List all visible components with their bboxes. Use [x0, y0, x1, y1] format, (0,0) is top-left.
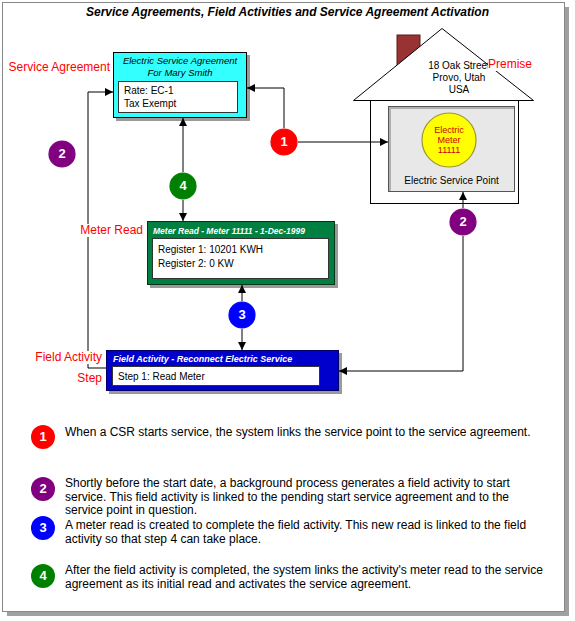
connector-arrow [298, 142, 388, 143]
node-text: 18 Oak Street Provo, Utah USA [424, 60, 494, 96]
step-box: Step 1: Read Meter [112, 366, 320, 386]
callout-text: 2 [48, 140, 76, 168]
house-roof [354, 29, 534, 101]
legend-number: 2 [31, 477, 55, 501]
callout-text: 1 [270, 128, 298, 156]
premise-house: 18 Oak Street Provo, Utah USA Electric Se… [353, 28, 534, 204]
diagram-title: Service Agreements, Field Activities and… [0, 5, 575, 19]
legend-row: Shortly before the start date, a backgro… [0, 477, 575, 478]
legend-number: 1 [31, 425, 55, 449]
circle-shape [271, 129, 297, 155]
legend-text: When a CSR starts service, the system li… [65, 426, 550, 440]
callout-number: 1 [270, 128, 298, 156]
legend-swatch [31, 516, 55, 540]
connector-arrow [242, 285, 243, 301]
connector-arrow [242, 329, 243, 350]
callout-number: 4 [169, 172, 197, 200]
node-text: Meter Read - Meter 11111 - 1-Dec-1999 [153, 225, 305, 237]
connector-arrow [339, 236, 463, 371]
part-label: Premise [488, 58, 532, 71]
register-box: Register 1: 10201 KWHRegister 2: 0 KW [152, 238, 329, 279]
node-text: Step 1: Read Meter [118, 370, 205, 383]
connector-arrow [183, 118, 184, 172]
part-label: Field Activity [20, 351, 102, 364]
legend-number: 3 [31, 516, 55, 540]
circle-shape [170, 173, 196, 199]
node-text: Field Activity - Reconnect Electric Serv… [113, 353, 292, 365]
legend-text: A meter read is created to complete the … [65, 519, 550, 546]
connector-arrow [463, 192, 464, 208]
legend-text: After the field activity is completed, t… [65, 564, 550, 591]
outer-frame [3, 3, 565, 612]
part-label: Service Agreement [8, 61, 110, 74]
node-text: Register 2: 0 KW [158, 257, 234, 270]
circle-shape [450, 209, 476, 235]
connector-arrow [247, 88, 284, 128]
callout-number: 2 [449, 208, 477, 236]
attribute-box: Rate: EC-1Tax Exempt [118, 81, 238, 113]
callout-text: 3 [228, 301, 256, 329]
legend-number: 4 [31, 564, 55, 588]
legend-swatch [31, 564, 55, 588]
node-text: Electric Service Agreement For Mary Smit… [115, 55, 245, 79]
node-text: Electric Meter 11111 [427, 125, 471, 155]
callout-text: 2 [449, 208, 477, 236]
meter-circle: Electric Meter 11111 [421, 112, 477, 168]
house-body [371, 101, 519, 204]
callout-number: 3 [228, 301, 256, 329]
node-text: Rate: EC-1 [124, 84, 173, 97]
node-text: Register 1: 10201 KWH [158, 243, 263, 256]
legend-text: Shortly before the start date, a backgro… [65, 477, 550, 518]
field-activity-box: Field Activity - Reconnect Electric Serv… [106, 350, 339, 391]
part-label: Meter Read [40, 224, 143, 237]
legend-swatch [31, 425, 55, 449]
legend-row: A meter read is created to complete the … [0, 519, 575, 520]
part-label: Step [60, 372, 102, 385]
legend-row: When a CSR starts service, the system li… [0, 426, 575, 427]
service-agreement-box: Electric Service Agreement For Mary Smit… [113, 52, 247, 118]
circle-shape [49, 141, 75, 167]
legend-row: After the field activity is completed, t… [0, 564, 575, 565]
circle-shape [229, 302, 255, 328]
service-point-box: Electric Service Point Electric Meter 111… [388, 106, 515, 192]
callout-number: 2 [48, 140, 76, 168]
node-text: Electric Service Point [389, 175, 514, 187]
node-text: Tax Exempt [124, 97, 176, 110]
meter-read-box: Meter Read - Meter 11111 - 1-Dec-1999Reg… [147, 221, 335, 285]
circle-shape [422, 113, 476, 167]
connector-arrow [183, 200, 184, 221]
legend-swatch [31, 477, 55, 501]
callout-text: 4 [169, 172, 197, 200]
